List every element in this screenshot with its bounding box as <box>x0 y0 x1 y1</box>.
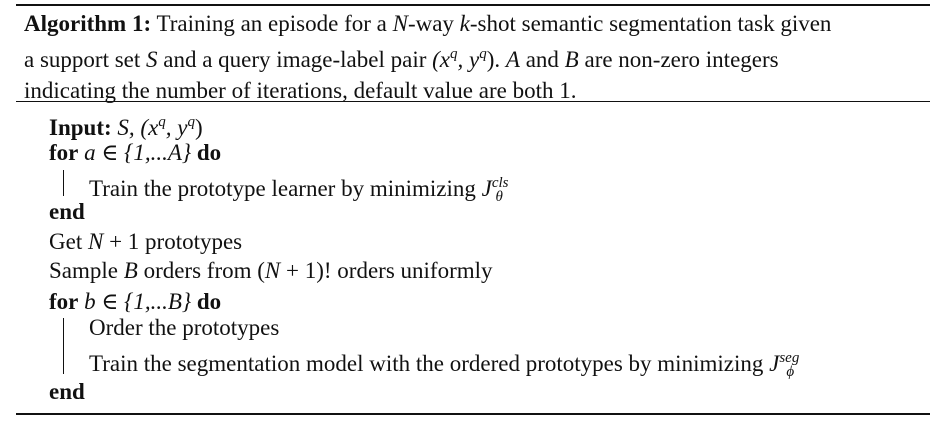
algorithm-label: Algorithm 1: <box>24 11 152 36</box>
train-prototype-line: Train the prototype learner by minimizin… <box>89 175 509 205</box>
input-line: Input: S, (xq, yq) <box>49 114 203 140</box>
algorithm-caption: Algorithm 1: Training an episode for a N… <box>24 8 920 106</box>
bottom-rule <box>16 413 930 415</box>
loop-1-bar <box>63 170 64 196</box>
for-loop-1-header: for a ∈ {1,...A} do <box>49 140 222 165</box>
mid-rule <box>16 101 930 102</box>
caption-line-2: a support set S and a query image-label … <box>24 46 779 72</box>
caption-line-1: Algorithm 1: Training an episode for a N… <box>24 11 832 36</box>
end-1: end <box>49 199 85 224</box>
top-rule <box>16 4 930 6</box>
for-loop-2-header: for b ∈ {1,...B} do <box>49 289 222 314</box>
end-2: end <box>49 379 85 404</box>
caption-line-3: indicating the number of iterations, def… <box>24 78 577 103</box>
get-prototypes-line: Get N + 1 prototypes <box>49 229 243 254</box>
sample-orders-line: Sample B orders from (N + 1)! orders uni… <box>49 258 493 283</box>
train-segmentation-line: Train the segmentation model with the or… <box>89 350 800 380</box>
order-prototypes-line: Order the prototypes <box>89 315 280 340</box>
loop-2-bar <box>63 318 64 374</box>
